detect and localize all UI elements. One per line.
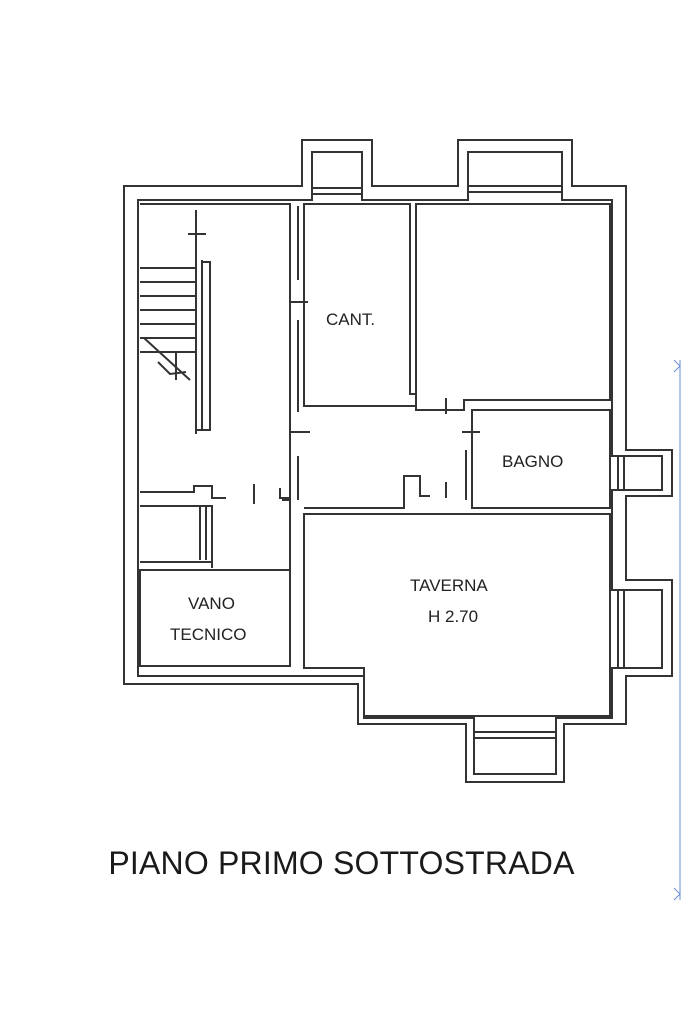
room-label-taverna: TAVERNA <box>410 576 488 595</box>
plan-caption: PIANO PRIMO SOTTOSTRADA <box>108 845 575 881</box>
room-label-tecnico: TECNICO <box>170 625 247 644</box>
outer-wall-outline <box>123 139 673 783</box>
room-label-cantina: CANT. <box>326 310 376 329</box>
room-label-taverna-height: H 2.70 <box>428 607 479 626</box>
room-label-vano: VANO <box>188 594 235 613</box>
inner-wall-outline <box>137 151 663 775</box>
room-label-bagno: BAGNO <box>502 452 564 471</box>
